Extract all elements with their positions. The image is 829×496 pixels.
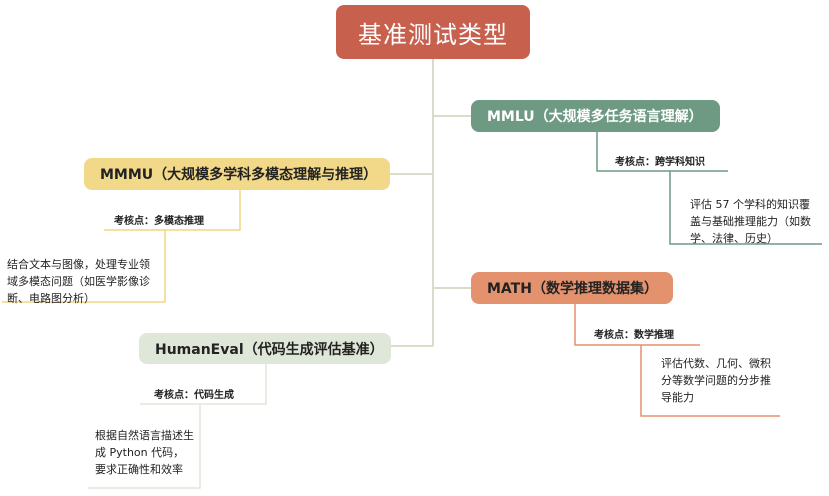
key-mmlu: 考核点：跨学科知识	[615, 157, 705, 168]
connector-math-desc	[640, 345, 780, 417]
connector-mmlu-desc	[669, 171, 822, 245]
desc-mmlu: 评估 57 个学科的知识覆盖与基础推理能力（如数学、法律、历史）	[690, 198, 811, 245]
key-humaneval: 考核点：代码生成	[154, 390, 234, 401]
branch-mmmu: MMMU（大规模多学科多模态理解与推理）	[84, 158, 390, 190]
key-mmmu: 考核点：多模态推理	[114, 216, 204, 227]
connector-mmmu-desc	[2, 230, 166, 303]
connector-mmmu-key	[104, 190, 241, 231]
connector-humaneval-desc	[88, 404, 201, 489]
branch-math: MATH（数学推理数据集）	[471, 272, 673, 304]
key-math: 考核点：数学推理	[594, 330, 674, 341]
desc-math: 评估代数、几何、微积分等数学问题的分步推导能力	[661, 357, 771, 404]
branch-mmlu: MMLU（大规模多任务语言理解）	[471, 100, 720, 132]
desc-mmmu: 结合文本与图像，处理专业领域多模态问题（如医学影像诊断、电路图分析）	[7, 258, 150, 305]
connector-mmlu-key	[596, 132, 728, 172]
branch-humaneval: HumanEval（代码生成评估基准）	[139, 333, 391, 364]
connector-humaneval-key	[140, 364, 267, 405]
connector-math-key	[574, 304, 700, 346]
root-node: 基准测试类型	[336, 5, 530, 59]
desc-humaneval: 根据自然语言描述生成 Python 代码，要求正确性和效率	[95, 429, 194, 476]
